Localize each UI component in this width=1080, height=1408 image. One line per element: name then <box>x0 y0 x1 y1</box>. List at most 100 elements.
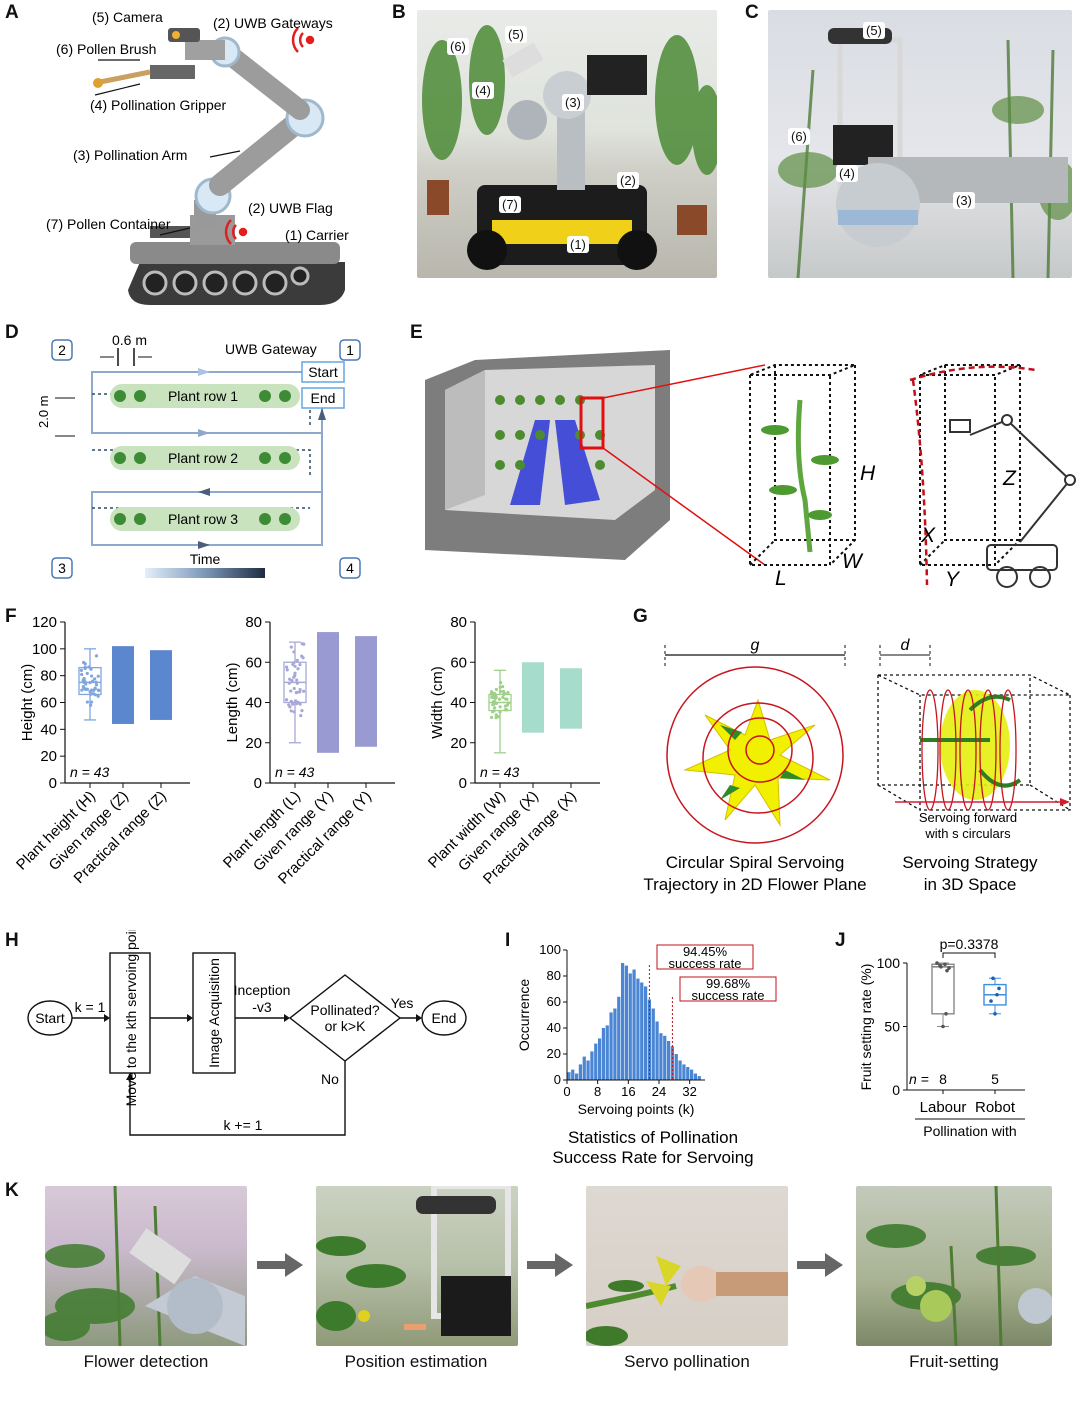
f-practical-range-bar <box>150 650 172 720</box>
f-point <box>83 666 87 671</box>
f-point <box>294 699 298 703</box>
hist-bar <box>632 969 636 1080</box>
corner-1: 1 <box>346 342 354 358</box>
f-point <box>289 689 293 693</box>
flow-end: End <box>432 1010 457 1026</box>
tag-b-3: (3) <box>562 94 584 111</box>
f-ylabel: Height (cm) <box>19 664 36 742</box>
servo-note-2: with s circulars <box>924 826 1011 841</box>
flow-acq: Image Acquisition <box>206 958 222 1068</box>
hist-bar <box>597 1038 602 1080</box>
f-tick-label: 60 <box>450 654 467 671</box>
f-point <box>502 692 506 696</box>
f-point <box>490 695 494 699</box>
tag-b-6: (6) <box>447 38 469 55</box>
f-point <box>295 658 299 662</box>
flowchart: Start k = 1 Move to the kth servoing poi… <box>27 930 467 1136</box>
f-point <box>490 710 495 714</box>
f-point <box>505 703 510 707</box>
tag-c-6: (6) <box>788 128 810 145</box>
f-practical-range-bar <box>560 668 582 729</box>
hist-bar <box>628 973 632 1080</box>
f-n-label: n = 43 <box>480 764 520 780</box>
hist-bar <box>686 1067 690 1080</box>
i-ylabel: Occurrence <box>516 979 532 1052</box>
f-point <box>501 684 505 689</box>
f-point <box>292 675 296 679</box>
k-step-4: Fruit-setting <box>909 1352 999 1371</box>
i-caption-2: Success Rate for Servoing <box>552 1148 753 1167</box>
dim-z: Z <box>1002 467 1017 490</box>
hist-bar <box>655 1021 659 1080</box>
f-point <box>80 688 84 692</box>
f-practical-range-bar <box>355 636 377 747</box>
hist-bar <box>586 1060 590 1080</box>
servo-note-1: Servoing forward <box>919 810 1017 825</box>
f-tick-label: 20 <box>450 735 467 752</box>
panel-label-e: E <box>410 322 423 343</box>
f-point <box>290 678 294 683</box>
f-point <box>498 705 502 709</box>
f-point <box>88 681 92 685</box>
height-label: 2.0 m <box>36 395 51 428</box>
f-given-range-bar <box>522 662 544 733</box>
hist-bar <box>678 1060 682 1080</box>
f-point <box>96 674 100 678</box>
f-ylabel: Length (cm) <box>224 662 241 742</box>
j-box <box>931 963 955 1015</box>
f-point <box>298 687 302 692</box>
f-point <box>89 703 93 707</box>
f-point <box>292 686 296 691</box>
corner-4: 4 <box>346 560 354 576</box>
panel-label-a: A <box>5 2 19 23</box>
f-point <box>284 665 289 669</box>
f-point <box>287 703 291 707</box>
f-tick-label: 120 <box>32 614 57 631</box>
hist-bar <box>663 1035 667 1080</box>
hist-bar <box>682 1064 686 1080</box>
hist-bar <box>609 1012 613 1080</box>
f-point <box>498 689 503 694</box>
j-point <box>947 966 951 970</box>
j-p-bracket <box>942 952 996 958</box>
f-point <box>94 654 99 658</box>
i-xtick-label: 0 <box>563 1084 570 1099</box>
gripper-icon <box>150 65 195 79</box>
tag-b-2: (2) <box>617 172 639 189</box>
f-point <box>492 706 497 710</box>
i-annot-2-txt: success rate <box>692 988 765 1003</box>
panel-label-b: B <box>392 2 406 23</box>
f-point <box>499 681 503 685</box>
uwb-flag-icon <box>224 219 248 245</box>
f-point <box>93 693 97 697</box>
hist-bar <box>640 982 644 1080</box>
photo-position-estimation <box>316 1186 518 1346</box>
i-xlabel: Servoing points (k) <box>578 1101 695 1117</box>
callout-pollen-brush: (6) Pollen Brush <box>56 41 156 57</box>
j-point <box>943 962 947 967</box>
robot-photo-front: (6) (5) (4) (3) (2) (7) (1) <box>417 10 717 278</box>
i-xtick-label: 32 <box>682 1084 696 1099</box>
f-given-range-bar <box>317 632 339 753</box>
f-point <box>287 681 291 685</box>
j-category-label: Labour <box>920 1099 967 1116</box>
f-tick-label: 60 <box>40 695 57 712</box>
hist-bar <box>578 1064 583 1080</box>
f-tick-label: 0 <box>459 775 467 792</box>
f-point <box>498 710 502 714</box>
g-caption-right-2: in 3D Space <box>924 875 1017 894</box>
hist-bar <box>574 1073 579 1080</box>
hist-bar <box>697 1076 701 1080</box>
hist-bar <box>666 1041 671 1080</box>
plant-row-3: Plant row 3 <box>168 511 238 527</box>
f-point <box>85 671 89 676</box>
panel-label-h: H <box>5 930 19 951</box>
j-point <box>935 961 939 965</box>
f-tick-label: 100 <box>32 641 57 658</box>
gateway-label: UWB Gateway <box>225 341 317 357</box>
f-point <box>494 716 498 720</box>
flow-decision-2: or k>K <box>325 1018 367 1034</box>
f-tick-label: 20 <box>245 735 262 752</box>
i-ytick-label: 20 <box>547 1046 561 1061</box>
